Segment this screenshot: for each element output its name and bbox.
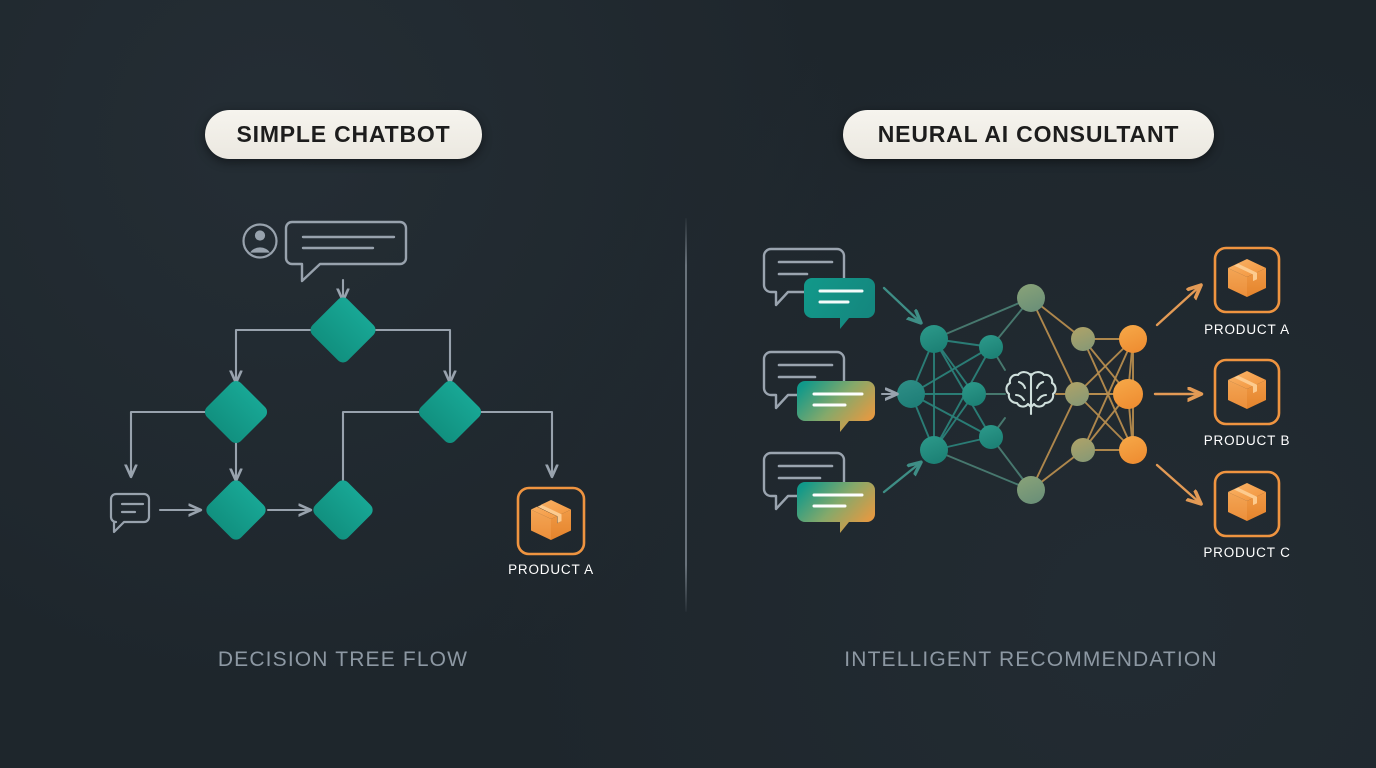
speech-bubble-outline-icon bbox=[762, 451, 846, 511]
user-avatar-icon bbox=[242, 223, 278, 259]
network-edges-teal bbox=[910, 338, 992, 451]
network-node[interactable] bbox=[1113, 379, 1143, 409]
package-box-icon bbox=[1228, 371, 1266, 409]
chat-bubble-pair-1[interactable] bbox=[762, 247, 920, 329]
product-box-left[interactable] bbox=[516, 486, 586, 556]
speech-bubble-outline-icon bbox=[762, 247, 846, 307]
network-node[interactable] bbox=[1071, 327, 1095, 351]
product-label-b: PRODUCT B bbox=[1203, 433, 1291, 448]
badge-simple-chatbot[interactable]: SIMPLE CHATBOT bbox=[205, 110, 482, 159]
chat-bubble-small-icon bbox=[109, 492, 151, 534]
decision-diamond-icon[interactable] bbox=[203, 477, 268, 542]
speech-bubble-filled-icon bbox=[797, 482, 875, 533]
product-label-a: PRODUCT A bbox=[1204, 322, 1290, 337]
caption-decision-tree-flow: DECISION TREE FLOW bbox=[217, 648, 469, 671]
decision-diamond-icon[interactable] bbox=[310, 477, 375, 542]
brain-icon bbox=[1005, 371, 1057, 416]
chat-bubble-pair-2[interactable] bbox=[762, 350, 896, 432]
decision-diamond-icon[interactable] bbox=[308, 295, 379, 366]
output-arrow-c bbox=[1155, 463, 1200, 503]
network-edges-hub-teal bbox=[933, 297, 1032, 491]
network-node[interactable] bbox=[1071, 438, 1095, 462]
network-node[interactable] bbox=[979, 335, 1003, 359]
network-node[interactable] bbox=[1017, 284, 1045, 312]
network-node[interactable] bbox=[920, 325, 948, 353]
speech-bubble-outline-icon bbox=[762, 350, 846, 410]
network-node[interactable] bbox=[1119, 325, 1147, 353]
decision-diamond-icon[interactable] bbox=[416, 378, 484, 446]
network-node[interactable] bbox=[1065, 382, 1089, 406]
network-node[interactable] bbox=[1119, 436, 1147, 464]
network-node[interactable] bbox=[897, 380, 925, 408]
badge-neural-ai-consultant[interactable]: NEURAL AI CONSULTANT bbox=[843, 110, 1214, 159]
decision-tree-connectors bbox=[131, 278, 552, 510]
output-arrow-a bbox=[1155, 286, 1200, 327]
caption-intelligent-recommendation: INTELLIGENT RECOMMENDATION bbox=[844, 648, 1218, 671]
panel-divider bbox=[685, 218, 687, 612]
product-label-c: PRODUCT C bbox=[1203, 545, 1291, 560]
speech-bubble-icon bbox=[284, 220, 408, 283]
product-box-c[interactable] bbox=[1213, 470, 1281, 538]
decision-diamond-icon[interactable] bbox=[202, 378, 270, 446]
package-box-icon bbox=[1228, 483, 1266, 521]
network-node[interactable] bbox=[979, 425, 1003, 449]
arrow-diagonal-down-icon bbox=[882, 286, 920, 322]
speech-bubble-filled-icon bbox=[804, 278, 875, 329]
network-edges-orange bbox=[1030, 297, 1134, 491]
product-box-a[interactable] bbox=[1213, 246, 1281, 314]
package-box-icon bbox=[1228, 259, 1266, 297]
network-node[interactable] bbox=[962, 382, 986, 406]
arrow-diagonal-up-icon bbox=[882, 463, 920, 494]
network-node[interactable] bbox=[1017, 476, 1045, 504]
product-label-left: PRODUCT A bbox=[508, 562, 594, 577]
speech-bubble-filled-icon bbox=[797, 381, 875, 432]
network-node[interactable] bbox=[920, 436, 948, 464]
product-box-b[interactable] bbox=[1213, 358, 1281, 426]
chat-bubble-pair-3[interactable] bbox=[762, 451, 920, 533]
package-box-icon bbox=[531, 500, 571, 540]
